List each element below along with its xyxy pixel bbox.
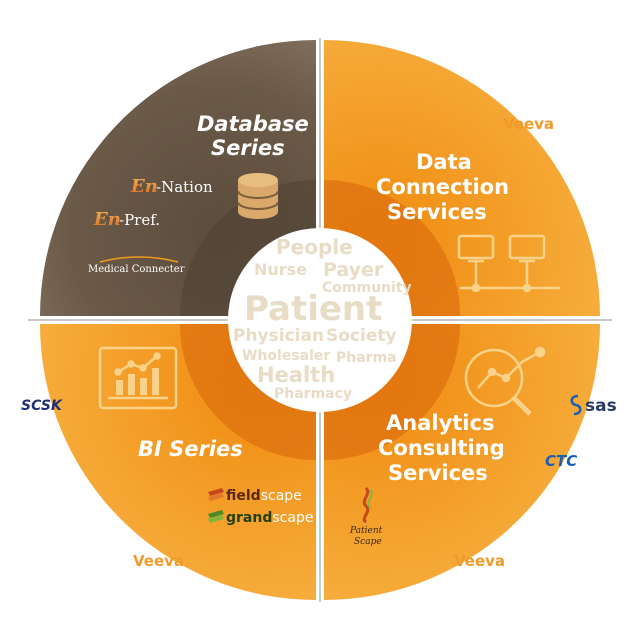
en-nation-suffix: -Nation <box>156 178 213 196</box>
en-nation-logo: En -Nation <box>130 176 213 197</box>
center-word-cloud: People Nurse Payer Community Patient Phy… <box>233 235 412 402</box>
en-nation-prefix: En <box>130 176 158 197</box>
ctc-logo: CTC <box>545 452 577 470</box>
title-analytics-line3: Services <box>388 461 488 485</box>
patient-scape-line1: Patient <box>349 526 383 536</box>
title-analytics-line2: Consulting <box>378 436 505 460</box>
veeva-logo-bottom-right: Veeva <box>454 552 505 570</box>
word-pharmacy: Pharmacy <box>274 386 352 402</box>
word-society: Society <box>326 326 397 346</box>
sas-logo: sas <box>570 394 617 416</box>
word-people: People <box>276 235 353 259</box>
en-pref-prefix: En <box>93 209 121 230</box>
magnifier-analytics-icon <box>464 346 546 416</box>
veeva-logo-bottom-left: Veeva <box>133 552 184 570</box>
center-circle <box>228 228 412 412</box>
patient-scape-logo: Patient Scape <box>349 486 383 547</box>
word-patient: Patient <box>244 289 382 329</box>
word-health: Health <box>257 363 335 387</box>
patient-scape-line2: Scape <box>354 537 382 547</box>
en-pref-suffix: -Pref. <box>119 211 160 229</box>
fieldscape-icon <box>208 488 224 501</box>
fieldscape-logo: fieldscape <box>208 488 302 504</box>
word-community: Community <box>322 280 412 296</box>
veeva-logo-top-right: Veeva <box>503 115 554 133</box>
title-data-connection-line3: Services <box>387 200 487 224</box>
word-payer: Payer <box>323 259 384 281</box>
title-analytics-line1: Analytics <box>386 411 494 435</box>
grandscape-light: scape <box>272 510 313 526</box>
medical-connecter-text: Medical Connecter <box>88 264 185 275</box>
title-database-line2: Series <box>211 136 285 160</box>
word-physician: Physician <box>233 326 324 346</box>
fieldscape-light: scape <box>261 488 302 504</box>
title-bi-series: BI Series <box>138 437 243 461</box>
title-database-line1: Database <box>197 112 309 136</box>
sas-icon <box>570 394 582 416</box>
bi-chart-icon <box>98 346 178 410</box>
grandscape-logo: grandscape <box>208 510 313 526</box>
sas-text: sas <box>585 396 617 416</box>
word-pharma: Pharma <box>336 350 397 366</box>
word-nurse: Nurse <box>254 260 307 279</box>
grandscape-bold: grandscape <box>226 510 313 526</box>
word-wholesaler: Wholesaler <box>242 348 330 364</box>
title-data-connection-line1: Data <box>416 150 472 174</box>
en-pref-logo: En -Pref. <box>93 209 160 230</box>
scsk-logo: SCSK <box>21 398 63 414</box>
title-data-connection-line2: Connection <box>376 175 509 199</box>
network-icon <box>457 234 560 293</box>
grandscape-icon <box>208 510 224 523</box>
fieldscape-bold: fieldscape <box>226 488 302 504</box>
database-icon <box>237 173 279 219</box>
medical-connecter-logo: Medical Connecter <box>88 256 185 275</box>
